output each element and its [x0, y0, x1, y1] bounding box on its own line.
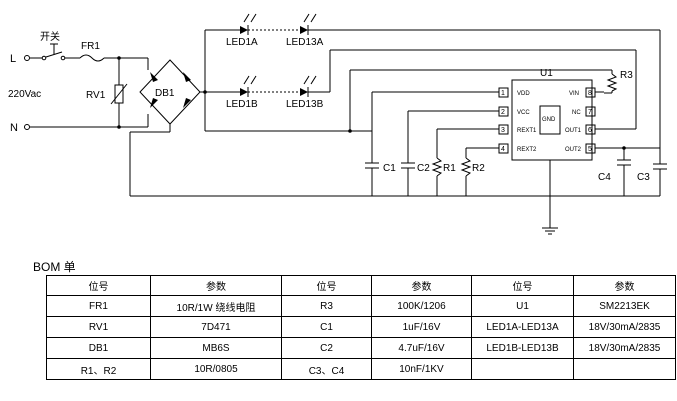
switch: 开关: [30, 30, 66, 61]
led1b-label: LED1B: [226, 99, 258, 110]
led-string-a: LED1A LED13A: [226, 13, 660, 48]
ref-cell: C2: [281, 337, 372, 359]
bom-row: RV1 7D471 C1 1uF/16V LED1A-LED13A 18V/30…: [46, 316, 676, 338]
varistor-rv1: RV1: [86, 58, 128, 127]
value-cell: 10nF/1KV: [371, 358, 472, 380]
ref-cell: FR1: [46, 295, 151, 317]
neutral-label: N: [10, 122, 18, 134]
ground-symbol: [542, 227, 558, 235]
ref-cell: LED1B-LED13B: [471, 337, 574, 359]
value-cell: 18V/30mA/2835: [573, 316, 676, 338]
led-string-b: LED1B LED13B: [226, 75, 330, 110]
c4-label: C4: [598, 172, 611, 183]
ic-pin-rext1: REXT1: [517, 128, 537, 134]
voltage-label: 220Vac: [8, 89, 41, 100]
svg-text:1: 1: [501, 90, 505, 97]
ic-pin-out2: OUT2: [565, 147, 582, 153]
fuse-fr1: FR1: [79, 41, 105, 62]
value-cell: 10R/1W 绕线电阻: [150, 295, 282, 317]
value-cell: 1uF/16V: [371, 316, 472, 338]
capacitor-c3: C3: [637, 163, 667, 183]
header-cell: 参数: [573, 275, 676, 296]
ic-u1: U1 GND 1 VDD 2 VCC 3 REXT1 4 REXT2 8 VIN…: [498, 68, 596, 161]
header-cell: 参数: [150, 275, 282, 296]
switch-label: 开关: [40, 30, 60, 43]
bom-row: FR1 10R/1W 绕线电阻 R3 100K/1206 U1 SM2213EK: [46, 295, 676, 317]
svg-text:3: 3: [501, 127, 505, 134]
c1-label: C1: [383, 163, 396, 174]
value-cell: SM2213EK: [573, 295, 676, 317]
ref-cell: R1、R2: [46, 358, 151, 380]
ic-pin-nc: NC: [572, 110, 581, 116]
ic-pin-vcc: VCC: [517, 110, 530, 116]
capacitor-c2: C2: [401, 162, 430, 174]
ref-cell: DB1: [46, 337, 151, 359]
ic-gnd-label: GND: [542, 117, 556, 123]
capacitor-c4: C4: [598, 159, 631, 183]
ref-cell: U1: [471, 295, 574, 317]
svg-text:7: 7: [588, 109, 592, 116]
value-cell: [573, 358, 676, 380]
varistor-label: RV1: [86, 90, 106, 101]
svg-text:4: 4: [501, 146, 505, 153]
svg-text:5: 5: [588, 146, 592, 153]
value-cell: 4.7uF/16V: [371, 337, 472, 359]
bridge-rectifier-db1: DB1: [139, 58, 201, 127]
led13b-label: LED13B: [286, 99, 324, 110]
bom-table: 位号 参数 位号 参数 位号 参数 FR1 10R/1W 绕线电阻 R3 100…: [46, 275, 676, 380]
value-cell: 18V/30mA/2835: [573, 337, 676, 359]
ic-pin-vin: VIN: [569, 91, 579, 97]
ic-name: U1: [540, 68, 553, 79]
value-cell: 7D471: [150, 316, 282, 338]
ref-cell: C3、C4: [281, 358, 372, 380]
line-terminal: [24, 55, 30, 61]
ic-pin-out1: OUT1: [565, 128, 582, 134]
bridge-label: DB1: [155, 88, 175, 99]
ref-cell: LED1A-LED13A: [471, 316, 574, 338]
svg-text:8: 8: [588, 90, 592, 97]
svg-text:2: 2: [501, 109, 505, 116]
ref-cell: R3: [281, 295, 372, 317]
header-cell: 参数: [371, 275, 472, 296]
value-cell: 10R/0805: [150, 358, 282, 380]
r2-label: R2: [472, 163, 485, 174]
resistor-r2: R2: [460, 157, 485, 177]
header-cell: 位号: [471, 275, 574, 296]
r3-label: R3: [620, 70, 633, 81]
bom-title: BOM 单: [33, 260, 76, 274]
header-cell: 位号: [281, 275, 372, 296]
svg-text:6: 6: [588, 127, 592, 134]
r1-label: R1: [443, 163, 456, 174]
bom-row: DB1 MB6S C2 4.7uF/16V LED1B-LED13B 18V/3…: [46, 337, 676, 359]
bom-row: R1、R2 10R/0805 C3、C4 10nF/1KV: [46, 358, 676, 380]
capacitor-c1: C1: [365, 162, 396, 174]
led1a-label: LED1A: [226, 37, 258, 48]
value-cell: 100K/1206: [371, 295, 472, 317]
circuit-schematic: L N 220Vac 开关 FR1 RV1 DB1: [8, 13, 667, 235]
ref-cell: C1: [281, 316, 372, 338]
ref-cell: [471, 358, 574, 380]
c2-label: C2: [417, 163, 430, 174]
header-cell: 位号: [46, 275, 151, 296]
resistor-r1: R1: [431, 157, 456, 177]
line-label: L: [10, 53, 16, 65]
ref-cell: RV1: [46, 316, 151, 338]
value-cell: MB6S: [150, 337, 282, 359]
bom-header-row: 位号 参数 位号 参数 位号 参数: [46, 275, 676, 296]
led13a-label: LED13A: [286, 37, 324, 48]
resistor-r3: R3: [606, 70, 633, 92]
fuse-label: FR1: [81, 41, 100, 52]
ic-pin-rext2: REXT2: [517, 147, 537, 153]
neutral-terminal: [24, 124, 30, 130]
ic-pin-vdd: VDD: [517, 91, 530, 97]
c3-label: C3: [637, 172, 650, 183]
